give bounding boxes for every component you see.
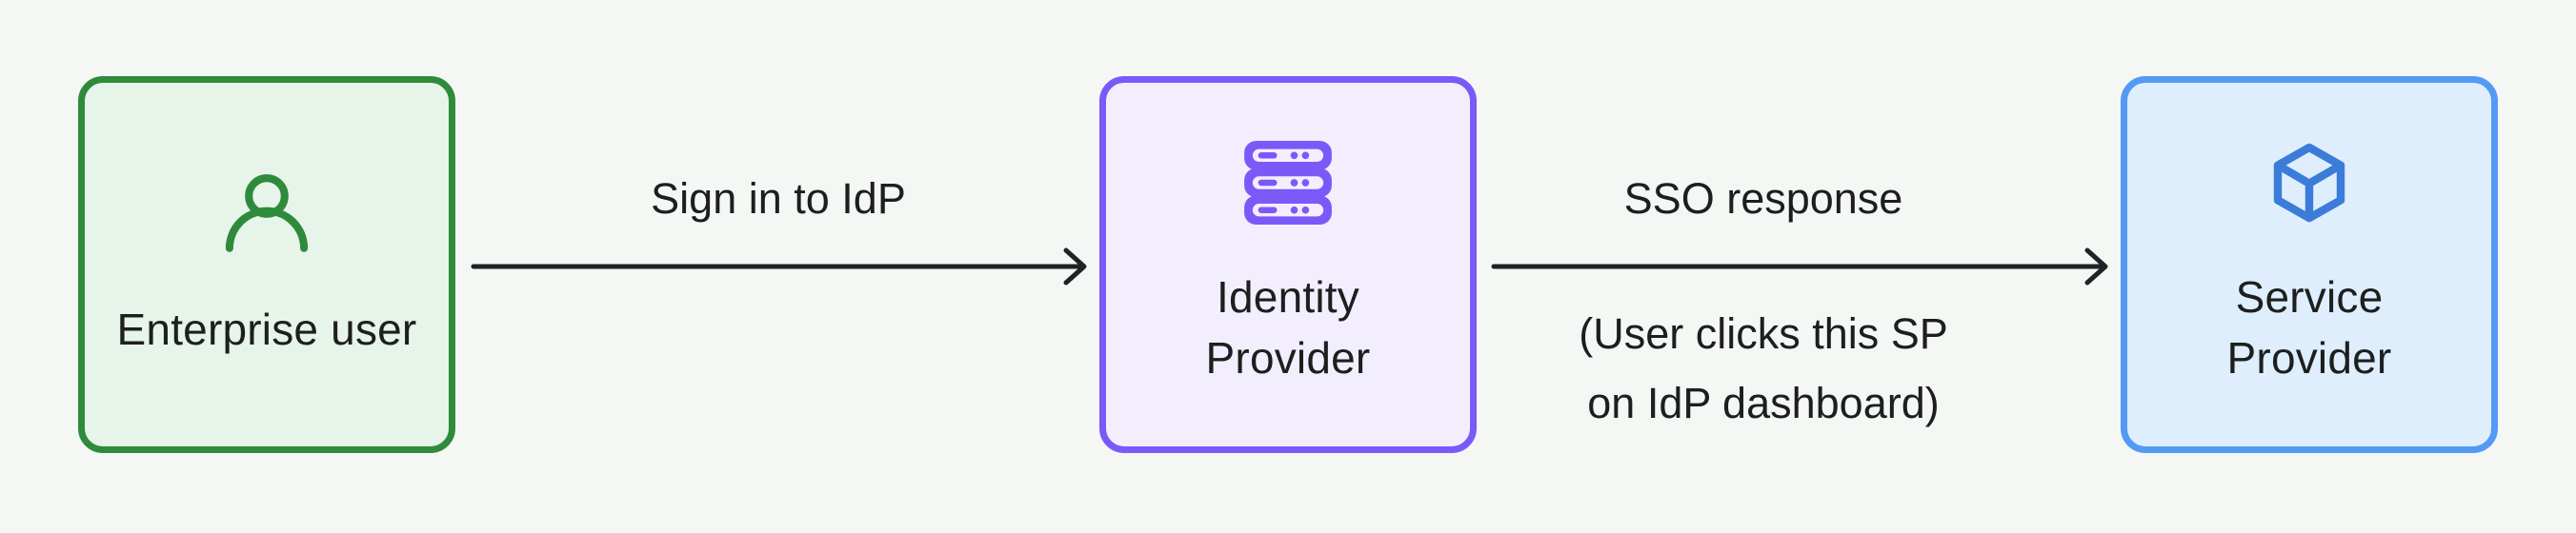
- arrow-sso-response: [1491, 247, 2108, 286]
- flow-note-sp-click: (User clicks this SP on IdP dashboard): [1459, 299, 2068, 438]
- user-icon: [223, 169, 311, 257]
- server-icon: [1244, 141, 1332, 225]
- node-label: Service Provider: [2226, 272, 2392, 383]
- flow-label-sso-response: SSO response: [1623, 174, 1903, 223]
- cube-icon: [2267, 141, 2351, 225]
- flow-note-line: on IdP dashboard): [1587, 379, 1940, 427]
- node-label: Enterprise user: [116, 305, 417, 354]
- flow-note-line: (User clicks this SP: [1579, 309, 1948, 358]
- flow-label-sign-in: Sign in to IdP: [651, 174, 906, 223]
- node-enterprise-user: Enterprise user: [78, 76, 455, 453]
- node-service-provider: Service Provider: [2121, 76, 2498, 453]
- arrow-sign-in-to-idp: [471, 247, 1087, 286]
- node-label: Identity Provider: [1205, 272, 1371, 383]
- node-identity-provider: Identity Provider: [1099, 76, 1477, 453]
